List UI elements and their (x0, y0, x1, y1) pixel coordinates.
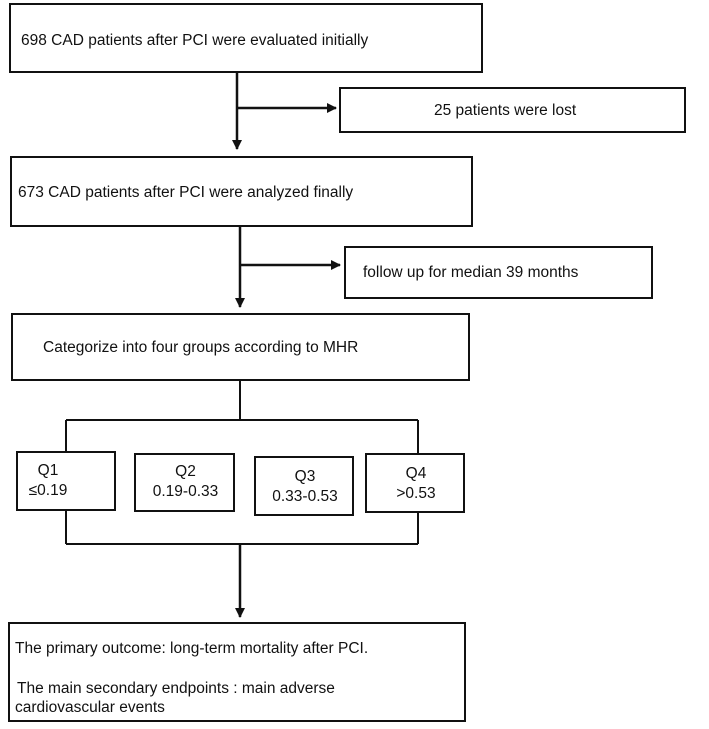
analyzed-box: 673 CAD patients after PCI were analyzed… (10, 156, 473, 227)
followup-box: follow up for median 39 months (344, 246, 653, 299)
analyzed-text: 673 CAD patients after PCI were analyzed… (18, 184, 354, 201)
group-q1-name: Q1 (37, 462, 59, 479)
initial-text: 698 CAD patients after PCI were evaluate… (21, 32, 369, 49)
initial-box: 698 CAD patients after PCI were evaluate… (9, 3, 483, 73)
group-q4-range: >0.53 (396, 485, 436, 502)
outcome-secondary-line1: The main secondary endpoints : main adve… (17, 680, 335, 697)
group-q3-text: Q3 0.33-0.53 (256, 467, 354, 507)
categorize-box: Categorize into four groups according to… (11, 313, 470, 381)
group-q3-name: Q3 (294, 468, 316, 485)
group-q1-box: Q1 ≤0.19 (16, 451, 116, 511)
group-q2-box: Q2 0.19-0.33 (134, 453, 235, 512)
group-q3-range: 0.33-0.53 (272, 488, 338, 505)
lost-text: 25 patients were lost (434, 102, 577, 119)
group-q1-text: Q1 ≤0.19 (18, 461, 78, 501)
lost-box: 25 patients were lost (339, 87, 686, 133)
outcome-secondary-line2: cardiovascular events (15, 699, 165, 716)
group-q4-box: Q4 >0.53 (365, 453, 465, 513)
group-q1-range: ≤0.19 (28, 482, 68, 499)
group-q4-name: Q4 (405, 465, 427, 482)
categorize-text: Categorize into four groups according to… (43, 339, 359, 356)
followup-text: follow up for median 39 months (363, 264, 579, 281)
group-q3-box: Q3 0.33-0.53 (254, 456, 354, 516)
group-q2-text: Q2 0.19-0.33 (136, 462, 235, 502)
outcome-primary: The primary outcome: long-term mortality… (15, 640, 369, 657)
group-q2-range: 0.19-0.33 (152, 483, 219, 500)
group-q2-name: Q2 (175, 463, 196, 480)
group-q4-text: Q4 >0.53 (367, 464, 465, 504)
outcome-box: The primary outcome: long-term mortality… (8, 622, 466, 722)
